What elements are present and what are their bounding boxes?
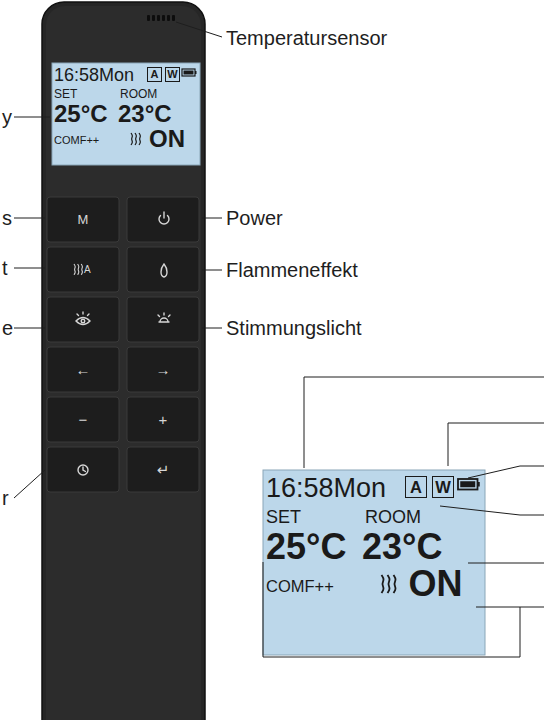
heat-icon	[394, 575, 396, 593]
lcd-text: 25°C	[54, 102, 108, 126]
indicator-letter: A	[410, 479, 422, 496]
cropped-label: s	[2, 208, 12, 228]
remote-button: →	[127, 347, 199, 392]
lcd-text: COMF++	[266, 578, 334, 595]
lcd-screen: AW 16:58MonSET ROOM 25°C 23°C COMF++ ON	[263, 470, 485, 655]
lcd-text: 25°C	[266, 529, 346, 565]
button-label: ←	[76, 362, 91, 377]
timer-icon	[78, 465, 88, 475]
mood-light-icon	[159, 318, 169, 322]
mode-indicator: A	[147, 67, 162, 82]
remote-button	[127, 297, 199, 342]
part-label: Flammeneffekt	[226, 260, 358, 280]
remote-button	[47, 197, 119, 242]
remote-button	[47, 297, 119, 342]
power-icon	[163, 212, 164, 218]
remote-face	[46, 6, 201, 720]
heat-icon	[74, 264, 75, 275]
lcd-text: ROOM	[120, 88, 157, 100]
battery-icon	[184, 71, 194, 75]
mode-indicator: W	[432, 476, 454, 498]
lcd-text: ON	[149, 127, 185, 151]
button-icons	[76, 212, 170, 475]
button-label: A	[84, 265, 91, 275]
battery-icon	[182, 69, 195, 76]
cropped-label: y	[2, 107, 12, 127]
cropped-label: t	[2, 258, 8, 278]
leader-lines	[14, 22, 544, 657]
lcd-text: SET	[54, 88, 77, 100]
heat-icon	[81, 264, 82, 275]
remote-button: ↵	[127, 447, 199, 492]
indicator-letter: A	[151, 69, 159, 80]
button-label: →	[156, 362, 171, 377]
button-label: ↵	[157, 462, 170, 477]
eye-icon	[76, 318, 90, 325]
part-label: Temperatursensor	[226, 28, 387, 48]
remote-button	[127, 197, 199, 242]
lcd-text: 16:58Mon	[54, 66, 134, 84]
remote-button	[127, 397, 199, 442]
lcd-screen-zoom	[263, 470, 485, 655]
mode-indicator: A	[405, 476, 427, 498]
button-label: −	[79, 412, 88, 427]
lcd-text: ROOM	[365, 508, 421, 526]
remote-button	[47, 247, 119, 292]
lcd-icons	[131, 69, 480, 593]
remote-button: −	[47, 397, 119, 442]
lcd-text: 23°C	[118, 102, 172, 126]
heat-icon	[78, 264, 79, 275]
cropped-label: e	[2, 318, 13, 338]
remote-button	[127, 347, 199, 392]
lcd-text: ON	[409, 566, 463, 602]
lcd-text: 23°C	[362, 529, 442, 565]
heat-icon	[131, 133, 132, 145]
timer-icon	[83, 467, 86, 472]
button-label: +	[159, 412, 168, 427]
lcd-text: 16:58Mon	[266, 475, 386, 502]
part-label: Stimmungslicht	[226, 318, 362, 338]
remote-button	[47, 447, 119, 492]
button-label: M	[78, 213, 89, 226]
lcd-text: COMF++	[54, 135, 99, 146]
cropped-label: r	[2, 488, 9, 508]
remote-button: A	[84, 247, 119, 292]
lcd-text: SET	[266, 508, 301, 526]
remote-button	[127, 247, 199, 292]
heat-icon	[74, 264, 82, 275]
remote-button: +	[127, 397, 199, 442]
remote-button: M	[47, 197, 119, 242]
heat-icon	[139, 133, 140, 145]
part-label: Power	[226, 208, 283, 228]
remote-button: ←	[47, 347, 119, 392]
button-grid	[47, 197, 199, 492]
battery-icon	[460, 481, 475, 487]
indicator-letter: W	[435, 479, 451, 496]
lcd-screen	[52, 63, 200, 165]
battery-icon	[478, 482, 480, 487]
remote-button	[47, 347, 119, 392]
sensor-grille	[147, 15, 175, 21]
heat-icon	[382, 575, 384, 593]
indicator-letter: W	[167, 69, 177, 80]
lcd-screen: AW 16:58MonSET ROOM 25°C 23°C COMF++ ON	[52, 63, 200, 165]
flame-icon	[161, 264, 167, 277]
eye-icon	[81, 319, 85, 323]
heat-icon	[135, 133, 136, 145]
mode-indicator: W	[165, 67, 180, 82]
battery-icon	[458, 479, 478, 490]
remote-button	[47, 397, 119, 442]
remote-button	[127, 447, 199, 492]
heat-icon	[388, 575, 390, 593]
battery-icon	[195, 71, 197, 74]
